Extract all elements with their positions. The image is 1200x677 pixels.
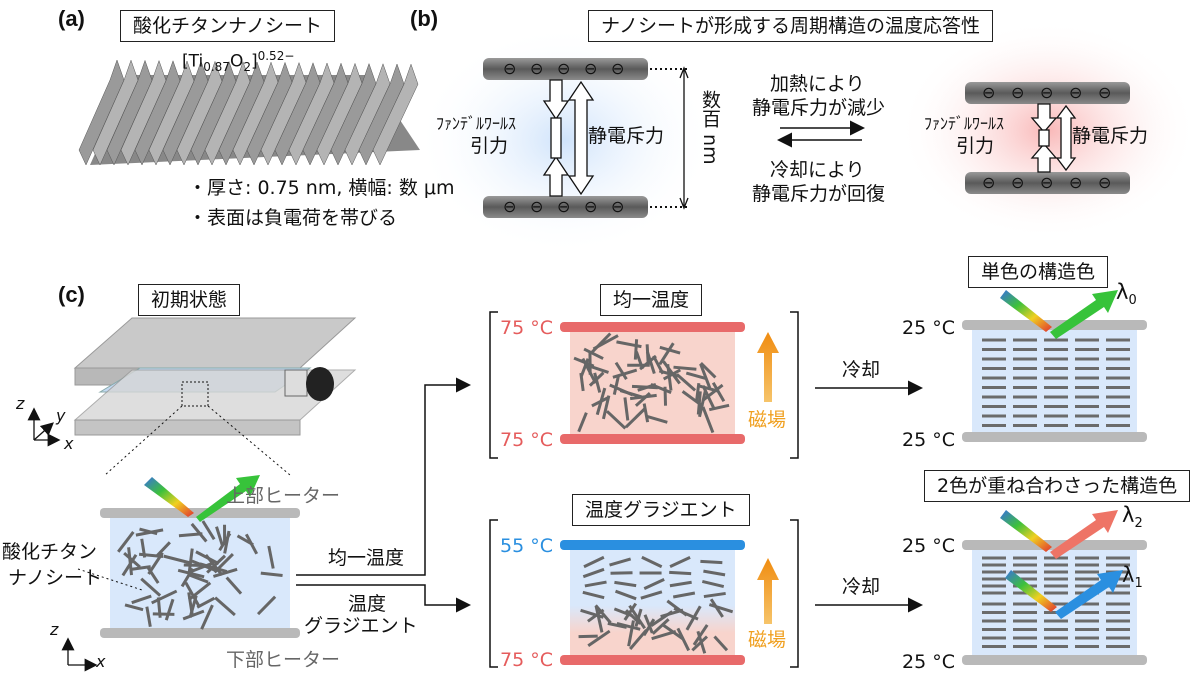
upper-heater-label: 上部ヒーター bbox=[226, 485, 341, 507]
initial-state-title: 初期状態 bbox=[138, 284, 241, 316]
plates-hot bbox=[965, 82, 1130, 194]
two-color-title: 2色が重ね合わさった構造色 bbox=[924, 470, 1191, 502]
lower-heater-label: 下部ヒーター bbox=[226, 649, 341, 671]
temp-25-bottom-1: 25 °C bbox=[902, 429, 955, 451]
nanosheet-formula: [Ti0.87O2]0.52− bbox=[182, 49, 295, 75]
attraction-label-left: 引力 bbox=[470, 135, 509, 157]
heating-line-1: 加熱により bbox=[770, 73, 865, 95]
panel-label-a: (a) bbox=[58, 6, 85, 31]
temperature-response-title: ナノシートが形成する周期構造の温度応答性 bbox=[588, 10, 994, 42]
gradient-branch-label-1: 温度 bbox=[348, 593, 387, 615]
uniform-cell bbox=[489, 311, 799, 459]
temp-75-gradient: 75 °C bbox=[500, 649, 553, 671]
axis-z-2d: z bbox=[50, 620, 59, 639]
nanosheet-title: 酸化チタンナノシート bbox=[120, 10, 336, 42]
magnetic-field-gradient: 磁場 bbox=[748, 629, 787, 651]
attraction-label-right: 引力 bbox=[956, 135, 995, 157]
negative-charge: ⊖ bbox=[557, 59, 571, 78]
temp-75-top: 75 °C bbox=[500, 317, 553, 339]
uniform-branch-label: 均一温度 bbox=[328, 547, 405, 569]
lambda-2: λ2 bbox=[1122, 503, 1143, 532]
temp-25-bottom-2: 25 °C bbox=[902, 651, 955, 673]
gradient-temp-title: 温度グラジエント bbox=[572, 494, 750, 526]
cooling-line-1: 冷却により bbox=[770, 159, 865, 181]
gradient-branch-label-2: グラジエント bbox=[304, 615, 418, 637]
nanosheet-3d-illustration bbox=[78, 59, 420, 166]
temp-25-top-2: 25 °C bbox=[902, 535, 955, 557]
negative-charge: ⊖ bbox=[584, 59, 598, 78]
heating-line-2: 静電斥力が減少 bbox=[752, 97, 886, 119]
gradient-cell bbox=[489, 519, 799, 668]
negative-charge: ⊖ bbox=[1098, 83, 1112, 102]
negative-charge: ⊖ bbox=[1069, 83, 1083, 102]
bullet-charge: ・表面は負電荷を帯びる bbox=[188, 207, 398, 229]
distance-label: 数百 nm bbox=[699, 90, 721, 165]
vdw-label-left: ﾌｧﾝﾃﾞﾙﾜｰﾙｽ bbox=[436, 114, 517, 133]
axis-x-3d: x bbox=[64, 434, 74, 453]
two-color-cell bbox=[962, 510, 1147, 665]
plates-cold bbox=[483, 58, 690, 218]
negative-charge: ⊖ bbox=[530, 59, 544, 78]
negative-charge: ⊖ bbox=[982, 83, 996, 102]
negative-charge: ⊖ bbox=[982, 173, 996, 192]
panel-label-b: (b) bbox=[410, 6, 439, 31]
cooling-label-uniform: 冷却 bbox=[842, 359, 881, 381]
negative-charge: ⊖ bbox=[557, 197, 571, 216]
single-color-title: 単色の構造色 bbox=[968, 256, 1109, 288]
nanosheet-label-2: ナノシート bbox=[8, 567, 103, 589]
magnetic-field-uniform: 磁場 bbox=[748, 409, 787, 431]
panel-label-c: (c) bbox=[58, 282, 85, 307]
initial-cross-section bbox=[61, 475, 300, 672]
gradient-branch-arrow bbox=[296, 584, 471, 613]
bullet-thickness: ・厚さ: 0.75 nm, 横幅: 数 μm bbox=[188, 177, 455, 199]
negative-charge: ⊖ bbox=[1098, 173, 1112, 192]
negative-charge: ⊖ bbox=[584, 197, 598, 216]
uniform-branch-arrow bbox=[296, 377, 471, 576]
negative-charge: ⊖ bbox=[530, 197, 544, 216]
temp-25-top-1: 25 °C bbox=[902, 317, 955, 339]
negative-charge: ⊖ bbox=[503, 197, 517, 216]
vdw-label-right: ﾌｧﾝﾃﾞﾙﾜｰﾙｽ bbox=[924, 114, 1005, 133]
axis-x-2d: x bbox=[96, 652, 106, 671]
negative-charge: ⊖ bbox=[1040, 173, 1054, 192]
uniform-temp-title: 均一温度 bbox=[600, 284, 703, 316]
cooling-label-gradient: 冷却 bbox=[842, 576, 881, 598]
negative-charge: ⊖ bbox=[1069, 173, 1083, 192]
negative-charge: ⊖ bbox=[1011, 83, 1025, 102]
repulsion-label-left: 静電斥力 bbox=[588, 125, 665, 147]
single-color-cell bbox=[962, 290, 1147, 442]
temp-75-bottom: 75 °C bbox=[500, 429, 553, 451]
repulsion-label-right: 静電斥力 bbox=[1072, 125, 1149, 147]
lambda-1: λ1 bbox=[1122, 563, 1143, 592]
axis-y-3d: y bbox=[56, 406, 66, 425]
cooling-line-2: 静電斥力が回復 bbox=[752, 183, 886, 205]
nanosheet-label-1: 酸化チタン bbox=[2, 541, 98, 563]
negative-charge: ⊖ bbox=[611, 197, 625, 216]
axis-z-3d: z bbox=[16, 394, 25, 413]
negative-charge: ⊖ bbox=[1011, 173, 1025, 192]
negative-charge: ⊖ bbox=[1040, 83, 1054, 102]
lambda-0: λ0 bbox=[1116, 280, 1137, 309]
negative-charge: ⊖ bbox=[611, 59, 625, 78]
initial-cell-3d bbox=[27, 317, 357, 476]
temp-55: 55 °C bbox=[500, 535, 553, 557]
negative-charge: ⊖ bbox=[503, 59, 517, 78]
